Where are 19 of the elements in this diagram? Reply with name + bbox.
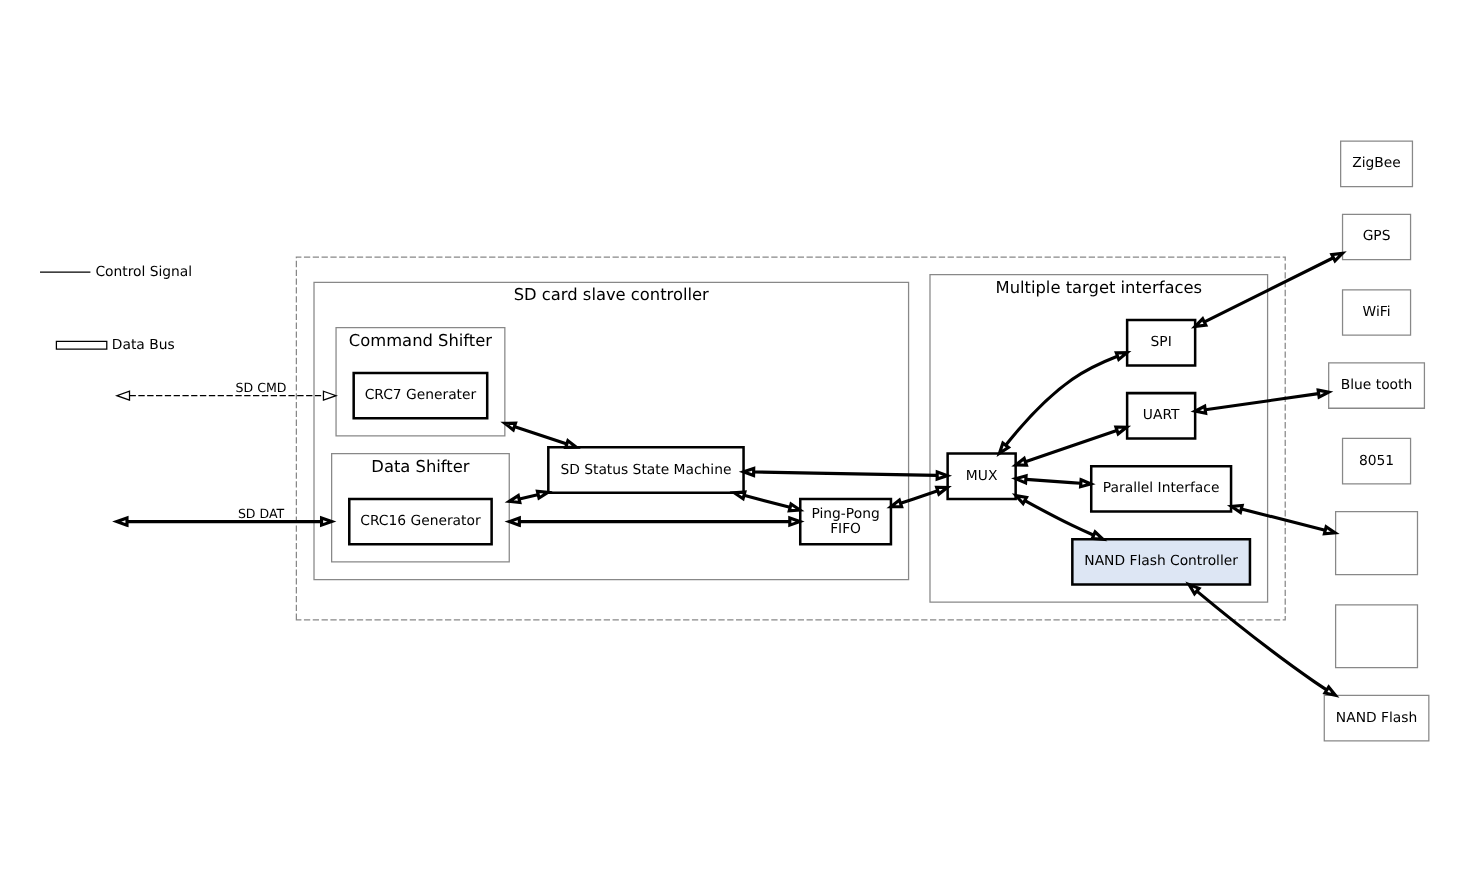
arrow (738, 465, 953, 481)
node-box (1334, 509, 1419, 575)
arrow (500, 420, 581, 448)
arrow (996, 350, 1132, 456)
arrow (1185, 580, 1340, 697)
arrow (112, 514, 337, 527)
arrow (1011, 424, 1132, 466)
arrow (504, 514, 805, 527)
arrow (1011, 472, 1096, 488)
arrow (1226, 502, 1340, 535)
arrow (1190, 250, 1347, 328)
cluster (295, 255, 1286, 620)
node-box (1334, 603, 1419, 668)
arrow (1190, 387, 1334, 415)
arrow (886, 484, 952, 508)
arrow (1011, 492, 1108, 541)
arrow (729, 489, 805, 512)
arrow (504, 488, 553, 504)
arrow (115, 389, 338, 400)
